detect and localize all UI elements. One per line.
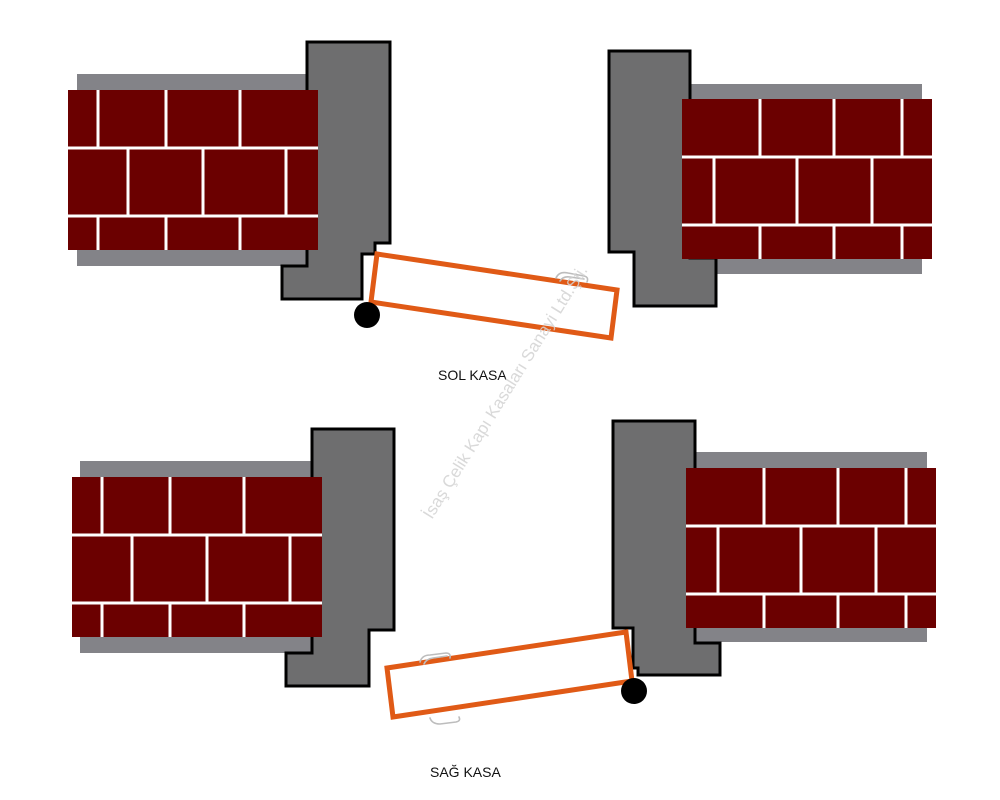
door-handle-icon — [555, 271, 589, 283]
brick-wall — [684, 466, 938, 630]
hinge-dot-icon — [621, 678, 647, 704]
right-wall-top — [607, 49, 934, 308]
right-wall-bottom — [611, 419, 938, 677]
sol-kasa-diagram: SOL KASA — [66, 40, 934, 383]
brick-wall — [70, 475, 324, 639]
hinge-dot-icon — [354, 302, 380, 328]
left-wall-top — [66, 40, 392, 301]
brick-wall — [680, 97, 934, 261]
left-wall-bottom — [70, 427, 396, 688]
sag-kasa-label: SAĞ KASA — [430, 764, 501, 780]
door-leaf-bottom — [384, 629, 635, 725]
door-panel — [368, 251, 620, 341]
door-panel — [384, 629, 635, 720]
brick-wall — [66, 88, 320, 252]
door-leaf-top — [368, 251, 620, 341]
sol-kasa-label: SOL KASA — [438, 367, 507, 383]
sag-kasa-diagram: SAĞ KASA — [70, 419, 938, 780]
door-handle-icon — [419, 652, 461, 725]
